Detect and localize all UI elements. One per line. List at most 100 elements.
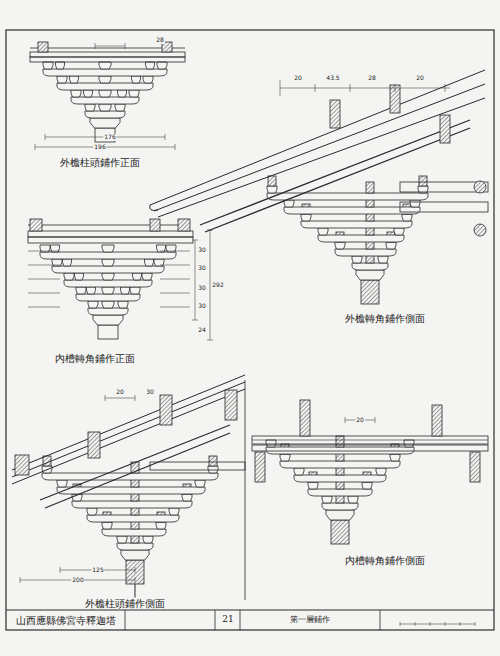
member	[162, 42, 172, 52]
member	[255, 452, 265, 482]
member	[142, 273, 152, 280]
stroke	[315, 84, 316, 92]
stroke	[95, 46, 125, 47]
stroke	[215, 610, 216, 630]
stroke	[105, 395, 106, 401]
member	[143, 536, 153, 543]
member	[150, 219, 160, 231]
member	[352, 256, 362, 263]
stroke	[125, 610, 126, 630]
member	[402, 214, 412, 221]
member	[28, 231, 193, 237]
stroke	[245, 380, 246, 600]
member	[156, 522, 166, 529]
member	[308, 489, 372, 496]
member	[267, 186, 277, 193]
stroke	[95, 43, 96, 49]
member	[150, 205, 158, 210]
stroke	[195, 240, 196, 320]
drawing-caption: 外檐柱頭鋪作正面	[59, 157, 141, 168]
stroke	[345, 417, 346, 423]
drawing-caption: 外檐柱頭鋪作側面	[84, 598, 166, 609]
member	[70, 76, 79, 83]
member	[326, 510, 354, 520]
dimension-number: 20	[293, 75, 303, 82]
stroke	[207, 230, 213, 231]
member	[182, 494, 192, 501]
stroke	[28, 251, 60, 252]
member	[121, 287, 130, 294]
member	[266, 447, 414, 454]
member	[87, 287, 96, 294]
dimension-number: 20	[115, 389, 125, 396]
stroke	[280, 88, 450, 89]
member	[75, 273, 84, 280]
member	[322, 496, 332, 503]
member	[102, 287, 114, 294]
dimension-number: 30	[197, 285, 207, 292]
member	[400, 202, 488, 212]
dimension-number: 292	[211, 282, 224, 289]
member	[117, 543, 153, 550]
stroke	[12, 375, 245, 470]
member	[102, 529, 166, 536]
member	[57, 83, 153, 90]
member	[294, 475, 386, 482]
member	[40, 252, 176, 259]
member	[362, 482, 372, 489]
member	[30, 52, 185, 57]
member	[130, 287, 140, 294]
member	[419, 176, 427, 186]
member	[178, 219, 190, 231]
member	[378, 256, 388, 263]
member	[252, 436, 488, 444]
member	[150, 462, 245, 470]
member	[145, 259, 154, 266]
member	[38, 42, 48, 52]
member	[195, 480, 205, 487]
member	[99, 90, 111, 97]
drawing-caption: 21	[221, 615, 234, 625]
stroke	[165, 134, 166, 140]
member	[102, 522, 112, 529]
dimension-number: 20	[355, 417, 365, 424]
member	[121, 550, 149, 560]
member	[294, 468, 304, 475]
member	[318, 228, 328, 235]
stroke	[40, 425, 230, 500]
member	[43, 456, 51, 466]
member	[268, 176, 276, 186]
member	[143, 76, 153, 83]
member	[76, 294, 140, 301]
stroke	[445, 84, 446, 92]
sheet-title: 山西應縣佛宮寺釋迦塔	[15, 615, 117, 626]
member	[99, 76, 111, 83]
member	[43, 69, 167, 76]
member	[71, 90, 81, 97]
stroke	[207, 340, 213, 341]
dimension-number: 125	[91, 567, 104, 574]
member	[470, 452, 480, 482]
member	[266, 440, 276, 447]
member	[6, 30, 494, 630]
member	[300, 400, 310, 436]
member	[308, 482, 318, 489]
member	[88, 308, 128, 315]
member	[133, 273, 142, 280]
member	[85, 104, 95, 111]
line-work	[6, 30, 494, 630]
stroke	[28, 279, 60, 280]
member	[87, 508, 97, 515]
member	[301, 214, 311, 221]
member	[99, 104, 111, 111]
stroke	[28, 265, 60, 266]
stroke	[160, 307, 190, 308]
stroke	[60, 567, 61, 573]
member	[280, 461, 400, 468]
stroke	[160, 265, 190, 266]
stroke	[45, 134, 46, 140]
member	[88, 301, 98, 308]
stroke	[35, 144, 36, 150]
member	[404, 440, 414, 447]
member	[280, 454, 290, 461]
